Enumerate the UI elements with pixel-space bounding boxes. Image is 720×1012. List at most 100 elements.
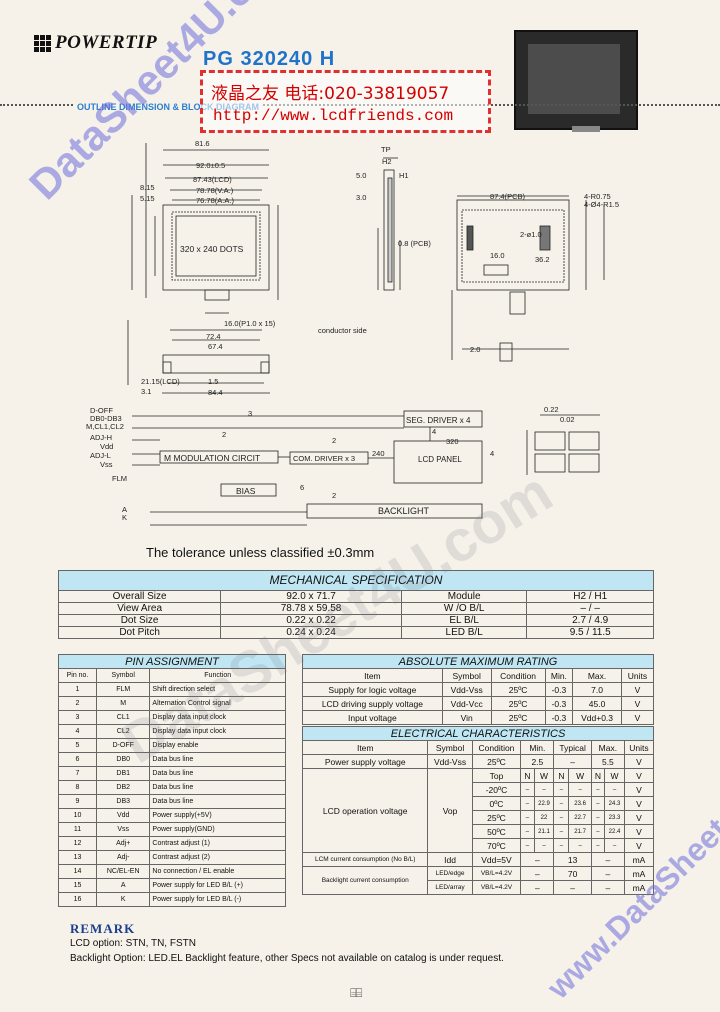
bus-label-240: 240 xyxy=(372,449,385,458)
table-cell: 7.0 xyxy=(572,682,622,697)
pin-symbol: Vdd xyxy=(95,808,151,823)
pin-symbol: A xyxy=(95,878,151,893)
dim-4-r0-75: 4-R0.75 xyxy=(584,192,611,201)
dim-84-4: 1.5 xyxy=(208,377,218,386)
pin-symbol: NC/EL-EN xyxy=(95,864,151,879)
signal-vdd: Vdd xyxy=(100,442,113,451)
pin-function: Power supply(GND) xyxy=(149,822,286,837)
pin-number: 9 xyxy=(58,794,97,809)
signal-a: A xyxy=(122,505,127,514)
table-cell: – xyxy=(520,824,535,839)
dim-38-2: 2.0 xyxy=(470,345,480,354)
table-cell: VB/L=4.2V xyxy=(471,866,522,881)
table-cell: – xyxy=(568,838,592,853)
table-cell: mA xyxy=(623,866,655,881)
dim-76-78: 76.78(A.A.) xyxy=(196,196,234,205)
ad-url-line[interactable]: http://www.lcdfriends.com xyxy=(213,107,454,125)
table-cell: Vdd+0.3 xyxy=(572,710,622,725)
m-modulation-block: M MODULATION CIRCIT xyxy=(164,453,260,463)
table-cell: – xyxy=(520,838,535,853)
table-cell: -0.3 xyxy=(544,696,574,711)
remark-lcd-option: LCD option: STN, TN, FSTN xyxy=(70,938,196,949)
table-cell: mA xyxy=(623,880,655,895)
table-cell: – xyxy=(568,782,592,797)
electrical-title: ELECTRICAL CHARACTERISTICS xyxy=(302,726,654,741)
table-cell: – xyxy=(553,782,570,797)
dim-2-hole: 2-ø1.0 xyxy=(520,230,542,239)
table-cell: 21.1 xyxy=(533,824,555,839)
table-cell: V xyxy=(620,682,655,697)
com-driver-block: COM. DRIVER x 3 xyxy=(293,454,355,463)
table-cell: 70ºC xyxy=(471,838,522,853)
lcd-voltage-symbol: Vop xyxy=(427,768,473,853)
tolerance-note: The tolerance unless classified ±0.3mm xyxy=(146,545,375,560)
pin-function: No connection / EL enable xyxy=(149,864,286,879)
signal-flm: FLM xyxy=(112,474,127,483)
table-cell: – xyxy=(520,866,555,881)
pin-number: 2 xyxy=(58,696,97,711)
table-cell: N xyxy=(590,768,606,783)
bus-label-4a: 4 xyxy=(432,427,436,436)
dim-67-4: 67.4 xyxy=(208,342,223,351)
table-cell: -20ºC xyxy=(471,782,522,797)
dim-4-r1-5: 4-Ø4-R1.5 xyxy=(584,200,619,209)
table-cell: V xyxy=(623,782,655,797)
table-cell: – xyxy=(553,810,570,825)
table-cell: – xyxy=(520,880,555,895)
dim-pin-pitch: 16.0(P1.0 x 15) xyxy=(224,319,276,328)
bias-block: BIAS xyxy=(236,486,256,496)
ad-phone-line: 液晶之友 电话:020-33819057 xyxy=(211,84,450,104)
table-cell: LED/array xyxy=(427,880,473,895)
table-cell: W xyxy=(533,768,555,783)
pin-symbol: DB2 xyxy=(95,780,151,795)
table-cell: LCD driving supply voltage xyxy=(302,696,443,711)
pin-function: Contrast adjust (2) xyxy=(149,850,286,865)
table-cell: V xyxy=(623,824,655,839)
table-cell: – xyxy=(590,824,606,839)
table-cell: – xyxy=(520,810,535,825)
pin-number: 14 xyxy=(58,864,97,879)
table-cell: – xyxy=(533,782,555,797)
table-cell: 21.7 xyxy=(568,824,592,839)
pin-function: Power supply(+5V) xyxy=(149,808,286,823)
signal-d-off: D-OFF xyxy=(90,406,113,415)
table-cell: LED/edge xyxy=(427,866,473,881)
signal-db: DB0-DB3 xyxy=(90,414,122,423)
pin-function: Data bus line xyxy=(149,766,286,781)
model-number: PG 320240 H xyxy=(203,48,336,70)
table-cell: 22.9 xyxy=(533,796,555,811)
table-cell: 23.3 xyxy=(604,810,625,825)
pin-symbol: FLM xyxy=(95,682,151,697)
table-cell: 70 xyxy=(553,866,592,881)
table-cell: W xyxy=(568,768,592,783)
remark-title: REMARK xyxy=(70,921,136,936)
dim-87-43: 87.43(LCD) xyxy=(193,175,232,184)
table-cell: 25ºC xyxy=(490,710,546,725)
dim-5-0: 5.0 xyxy=(356,171,366,180)
pin-function: Power supply for LED B/L (+) xyxy=(149,878,286,893)
table-cell: – xyxy=(533,838,555,853)
bus-label-3: 3 xyxy=(248,409,252,418)
table-cell: – xyxy=(590,782,606,797)
bus-label-2a: 2 xyxy=(222,430,226,439)
dim-3-1: 21.15(LCD) xyxy=(141,377,180,386)
table-cell: – xyxy=(520,796,535,811)
table-cell: -0.3 xyxy=(544,682,574,697)
table-cell: – xyxy=(553,796,570,811)
module-photo xyxy=(514,30,638,132)
table-cell: – xyxy=(604,838,625,853)
